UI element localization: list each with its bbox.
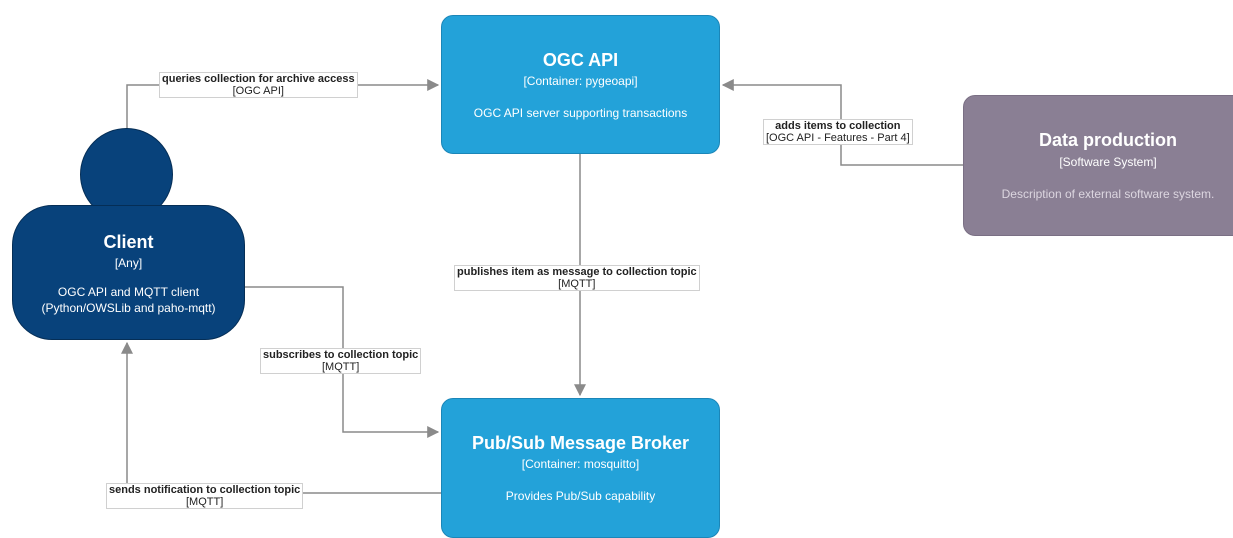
client-subtitle: [Any] xyxy=(114,256,143,270)
client-description-line2: (Python/OWSLib and paho-mqtt) xyxy=(41,301,216,315)
broker-description: Provides Pub/Sub capability xyxy=(505,489,656,503)
client-description-line1: OGC API and MQTT client xyxy=(57,285,200,299)
edge-label-client-to-broker: subscribes to collection topic [MQTT] xyxy=(260,348,422,374)
edge-label-text: queries collection for archive access xyxy=(162,73,355,85)
edge-technology-text: [MQTT] xyxy=(558,278,596,290)
broker-subtitle: [Container: mosquitto] xyxy=(521,457,640,471)
edge-label-ogc-to-broker: publishes item as message to collection … xyxy=(454,265,700,291)
client-description: OGC API and MQTT client (Python/OWSLib a… xyxy=(13,284,244,316)
edge-technology-text: [MQTT] xyxy=(186,496,224,508)
data-production-subtitle: [Software System] xyxy=(1059,155,1157,169)
data-production-description: Description of external software system. xyxy=(1001,187,1215,201)
ogc-api-container[interactable]: OGC API [Container: pygeoapi] OGC API se… xyxy=(441,15,720,154)
edge-technology-text: [OGC API] xyxy=(232,85,284,97)
client-person-body[interactable]: Client [Any] OGC API and MQTT client (Py… xyxy=(12,205,245,340)
data-production-system[interactable]: Data production [Software System] Descri… xyxy=(963,95,1233,236)
edge-technology-text: [MQTT] xyxy=(321,361,360,373)
edge-label-text: publishes item as message to collection … xyxy=(457,266,697,278)
ogc-api-title: OGC API xyxy=(542,50,619,70)
edge-label-client-to-ogc: queries collection for archive access [O… xyxy=(159,72,358,98)
ogc-api-description: OGC API server supporting transactions xyxy=(473,106,688,120)
edge-label-broker-to-client: sends notification to collection topic [… xyxy=(106,483,304,509)
data-production-title: Data production xyxy=(1039,130,1177,150)
edge-label-text: adds items to collection xyxy=(775,120,901,132)
broker-container[interactable]: Pub/Sub Message Broker [Container: mosqu… xyxy=(441,398,720,538)
client-title: Client xyxy=(103,232,154,252)
edge-label-text: subscribes to collection topic xyxy=(263,349,419,361)
ogc-api-subtitle: [Container: pygeoapi] xyxy=(523,74,638,88)
edge-label-text: sends notification to collection topic xyxy=(109,484,301,496)
edge-label-data-to-ogc: adds items to collection [OGC API - Feat… xyxy=(763,119,913,145)
edge-technology-text: [OGC API - Features - Part 4] xyxy=(766,132,910,144)
broker-title: Pub/Sub Message Broker xyxy=(471,433,690,453)
